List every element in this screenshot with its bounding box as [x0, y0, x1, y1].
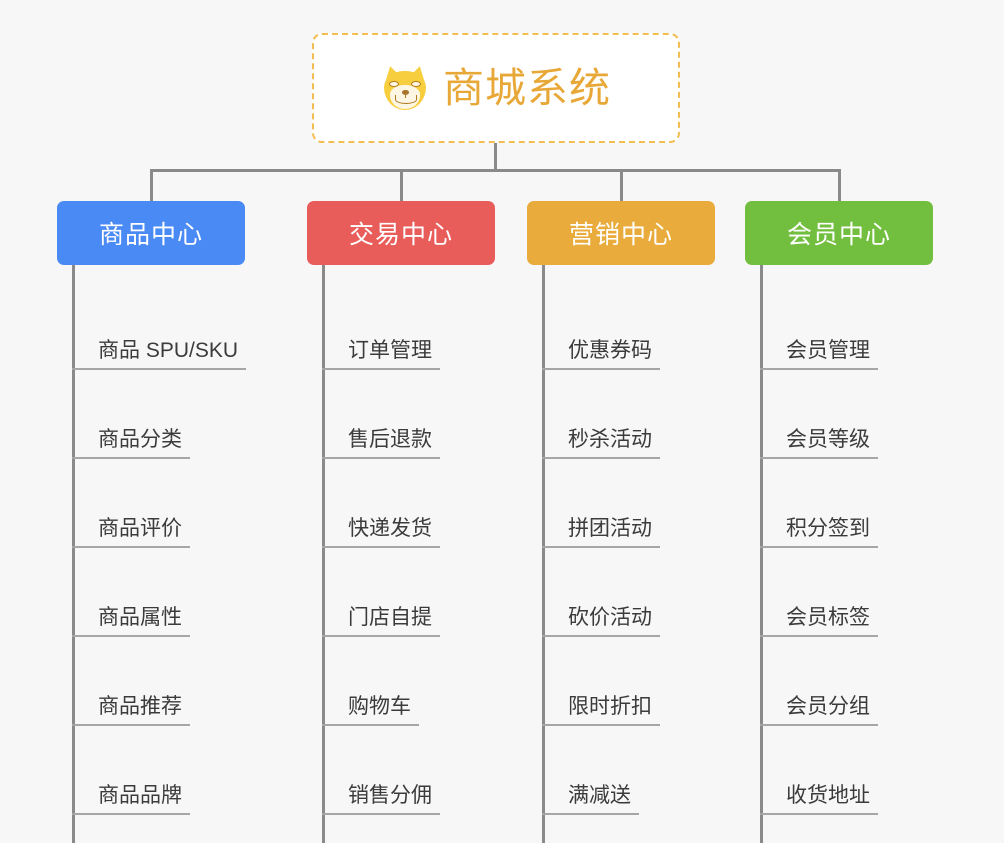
- connector-drop-2: [400, 169, 403, 201]
- list-item[interactable]: 门店自提: [322, 548, 517, 637]
- list-item-label: 会员标签: [760, 601, 878, 637]
- list-item[interactable]: 会员标签: [760, 548, 955, 637]
- list-item-label: 会员管理: [760, 334, 878, 370]
- list-item-label: 商品分类: [72, 423, 190, 459]
- list-item-label: 商品属性: [72, 601, 190, 637]
- list-item[interactable]: 商品品牌: [72, 726, 267, 815]
- list-item-label: 快递发货: [322, 512, 440, 548]
- root-node-shop-system[interactable]: 商城系统: [312, 33, 680, 143]
- list-item-label: 商品 SPU/SKU: [72, 334, 247, 370]
- list-item-label: 优惠券码: [542, 334, 660, 370]
- branch-header-trade[interactable]: 交易中心: [307, 201, 495, 265]
- list-item[interactable]: 商品属性: [72, 548, 267, 637]
- list-item[interactable]: 销售分佣: [322, 726, 517, 815]
- list-item-label: 会员分组: [760, 690, 878, 726]
- branch-spine-trade: [322, 265, 325, 843]
- connector-root-stem: [494, 143, 497, 171]
- list-item-label: 商品评价: [72, 512, 190, 548]
- list-item[interactable]: 商品分类: [72, 370, 267, 459]
- list-item-label: 满减送: [542, 779, 639, 815]
- list-item[interactable]: 商品评价: [72, 459, 267, 548]
- branch-column-product: 商品中心 商品 SPU/SKU 商品分类 商品评价 商品属性 商品推荐 商品品牌: [57, 201, 267, 843]
- list-item-label: 门店自提: [322, 601, 440, 637]
- list-item-label: 会员等级: [760, 423, 878, 459]
- list-item-label: 砍价活动: [542, 601, 660, 637]
- list-item[interactable]: 商品推荐: [72, 637, 267, 726]
- list-item[interactable]: 限时折扣: [542, 637, 737, 726]
- list-item[interactable]: 积分签到: [760, 459, 955, 548]
- list-item[interactable]: 购物车: [322, 637, 517, 726]
- list-item-label: 购物车: [322, 690, 419, 726]
- branch-items-marketing: 优惠券码 秒杀活动 拼团活动 砍价活动 限时折扣 满减送: [527, 281, 737, 815]
- list-item[interactable]: 会员分组: [760, 637, 955, 726]
- list-item-label: 商品推荐: [72, 690, 190, 726]
- list-item[interactable]: 订单管理: [322, 281, 517, 370]
- branch-items-trade: 订单管理 售后退款 快递发货 门店自提 购物车 销售分佣: [307, 281, 517, 815]
- branch-column-trade: 交易中心 订单管理 售后退款 快递发货 门店自提 购物车 销售分佣: [307, 201, 517, 843]
- connector-drop-4: [838, 169, 841, 201]
- root-title: 商城系统: [443, 64, 611, 111]
- list-item[interactable]: 砍价活动: [542, 548, 737, 637]
- list-item-label: 收货地址: [760, 779, 878, 815]
- list-item[interactable]: 优惠券码: [542, 281, 737, 370]
- list-item-label: 销售分佣: [322, 779, 440, 815]
- list-item-label: 商品品牌: [72, 779, 190, 815]
- list-item[interactable]: 拼团活动: [542, 459, 737, 548]
- list-item[interactable]: 秒杀活动: [542, 370, 737, 459]
- branch-header-marketing[interactable]: 营销中心: [527, 201, 715, 265]
- branch-header-member[interactable]: 会员中心: [745, 201, 933, 265]
- branch-column-marketing: 营销中心 优惠券码 秒杀活动 拼团活动 砍价活动 限时折扣 满减送: [527, 201, 737, 843]
- branch-items-product: 商品 SPU/SKU 商品分类 商品评价 商品属性 商品推荐 商品品牌: [57, 281, 267, 815]
- list-item[interactable]: 商品 SPU/SKU: [72, 281, 267, 370]
- connector-drop-1: [150, 169, 153, 201]
- list-item[interactable]: 会员管理: [760, 281, 955, 370]
- list-item-label: 售后退款: [322, 423, 440, 459]
- branch-spine-member: [760, 265, 763, 843]
- connector-horizontal-bus: [150, 169, 840, 172]
- list-item[interactable]: 快递发货: [322, 459, 517, 548]
- list-item-label: 积分签到: [760, 512, 878, 548]
- list-item-label: 秒杀活动: [542, 423, 660, 459]
- list-item[interactable]: 会员等级: [760, 370, 955, 459]
- list-item-label: 订单管理: [322, 334, 440, 370]
- branch-spine-product: [72, 265, 75, 843]
- list-item[interactable]: 售后退款: [322, 370, 517, 459]
- branch-column-member: 会员中心 会员管理 会员等级 积分签到 会员标签 会员分组 收货地址: [745, 201, 955, 843]
- connector-drop-3: [620, 169, 623, 201]
- branch-items-member: 会员管理 会员等级 积分签到 会员标签 会员分组 收货地址: [745, 281, 955, 815]
- branch-header-product[interactable]: 商品中心: [57, 201, 245, 265]
- list-item-label: 拼团活动: [542, 512, 660, 548]
- list-item[interactable]: 收货地址: [760, 726, 955, 815]
- list-item-label: 限时折扣: [542, 690, 660, 726]
- shiba-dog-icon: [381, 64, 429, 111]
- list-item[interactable]: 满减送: [542, 726, 737, 815]
- branch-spine-marketing: [542, 265, 545, 843]
